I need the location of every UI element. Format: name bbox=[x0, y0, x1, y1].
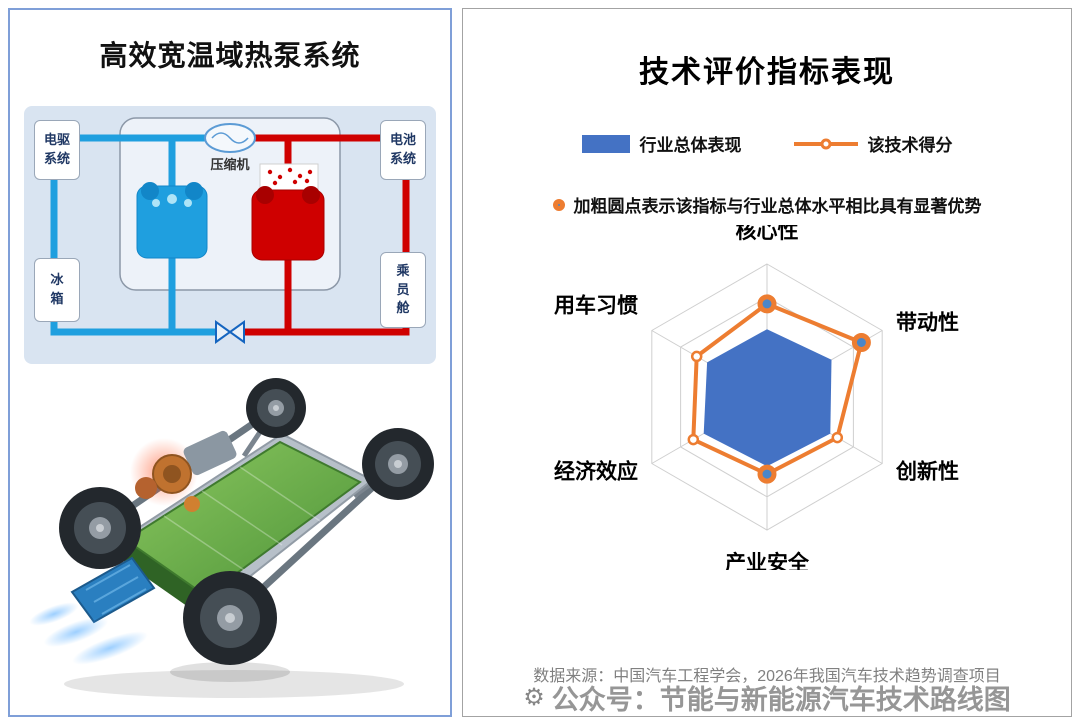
label-battery-system: 电池 系统 bbox=[380, 120, 426, 180]
left-panel-title: 高效宽温域热泵系统 bbox=[99, 40, 361, 71]
cold-air-glow bbox=[29, 602, 148, 665]
industry-polygon bbox=[703, 329, 832, 467]
chart-note: 加粗圆点表示该指标与行业总体水平相比具有显著优势 bbox=[463, 192, 1071, 217]
cold-loop-pipes bbox=[50, 134, 216, 336]
compressor-icon bbox=[204, 123, 256, 153]
heat-pump-panel: 高效宽温域热泵系统 bbox=[8, 8, 452, 717]
legend-item-industry: 行业总体表现 bbox=[581, 131, 742, 156]
chassis-shadow bbox=[64, 662, 404, 698]
radar-axis-label: 创新性 bbox=[895, 460, 959, 484]
cold-tank-icon bbox=[136, 182, 208, 259]
battery-pack bbox=[124, 440, 362, 618]
radar-axis-label: 带动性 bbox=[896, 311, 959, 335]
radar-chart: 核心性带动性创新性产业安全 经济效应 用车习惯 bbox=[547, 219, 987, 575]
industry-swatch bbox=[581, 134, 630, 153]
tech-point bbox=[831, 431, 844, 444]
tech-bold-point bbox=[757, 294, 777, 314]
label-cabin: 乘 员 舱 bbox=[380, 252, 426, 328]
chart-legend: 行业总体表现 该技术得分 bbox=[463, 131, 1071, 156]
legend-item-tech: 该技术得分 bbox=[793, 131, 953, 156]
compressor-label: 压缩机 bbox=[210, 157, 250, 172]
ev-chassis-illustration bbox=[29, 378, 434, 698]
tech-marker-dot-icon bbox=[820, 138, 831, 149]
heat-pump-schematic-svg bbox=[50, 117, 410, 344]
tech-bold-point bbox=[851, 333, 871, 352]
bold-dot-icon bbox=[552, 198, 565, 211]
vapor-box-icon bbox=[259, 163, 319, 191]
wheel-rear-left bbox=[59, 487, 141, 569]
radar-panel: 技术评价指标表现 行业总体表现 该技术得分 加粗圆点表示该指标与行业总体水平相比… bbox=[462, 8, 1072, 717]
radar-axis-label: 核心性 bbox=[736, 225, 799, 243]
radar-axis-label: 产业安全 bbox=[725, 551, 810, 570]
chart-title: 技术评价指标表现 bbox=[639, 56, 895, 89]
label-motor-system: 电驱 系统 bbox=[34, 120, 80, 180]
tech-bold-point bbox=[757, 464, 777, 484]
data-source: 数据来源：中国汽车工程学会，2026年我国汽车技术趋势调查项目 bbox=[533, 668, 1001, 685]
hot-loop-pipes bbox=[244, 134, 410, 336]
tech-line-marker bbox=[793, 138, 858, 149]
wheel-front-left bbox=[183, 571, 277, 665]
legend-label-industry: 行业总体表现 bbox=[639, 136, 742, 155]
wheel-front-right bbox=[362, 428, 434, 500]
tech-point bbox=[690, 350, 703, 363]
electric-drive-unit bbox=[135, 430, 237, 512]
hot-tank-icon bbox=[251, 186, 325, 261]
radar-axis-label: 经济效应 bbox=[554, 460, 638, 484]
wheel-rear-right bbox=[246, 378, 306, 438]
legend-label-tech: 该技术得分 bbox=[867, 136, 953, 155]
expansion-valve-icon bbox=[215, 320, 245, 344]
tech-point bbox=[687, 433, 700, 446]
chart-note-text: 加粗圆点表示该指标与行业总体水平相比具有显著优势 bbox=[573, 197, 982, 216]
radiator-module bbox=[70, 556, 156, 624]
label-refrigerator: 冰 箱 bbox=[34, 258, 80, 322]
radar-axis-label: 用车习惯 bbox=[554, 294, 638, 318]
heat-pump-diagram: 压缩机 电驱 系统 电池 系统 冰 箱 乘 员 舱 bbox=[24, 106, 436, 364]
